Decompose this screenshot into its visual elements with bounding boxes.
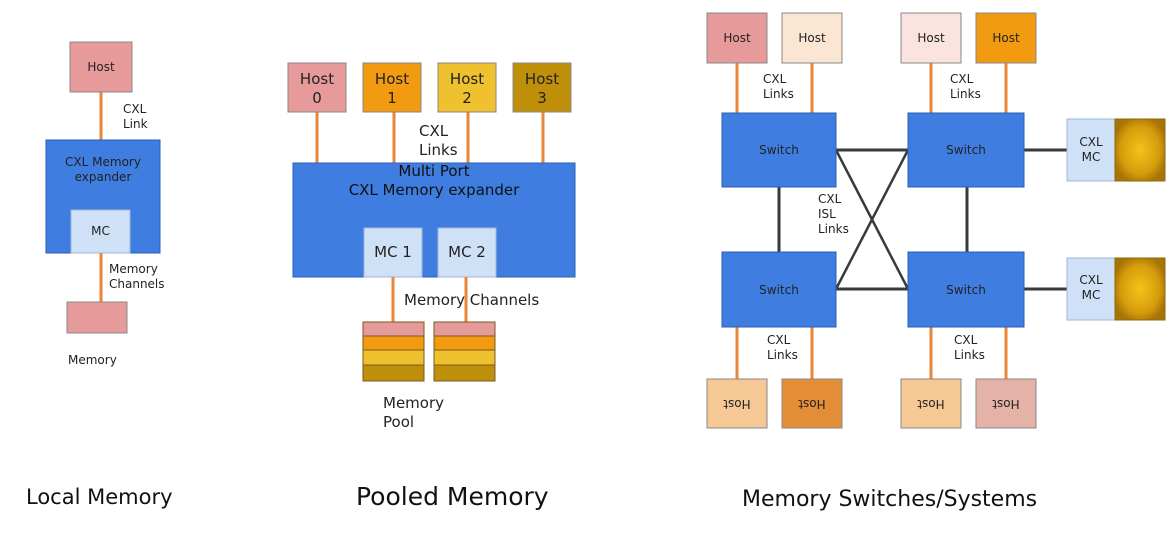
sw-bottom-host-3-label: Host bbox=[917, 397, 945, 411]
switch-top-left bbox=[721, 112, 837, 188]
sw-top-host-1-box bbox=[706, 12, 768, 64]
local-memory-box bbox=[66, 301, 128, 334]
pooled-host-2-label: Host 2 bbox=[449, 70, 485, 107]
sw-bottom-host-2-label: Host bbox=[798, 397, 826, 411]
sw-top-host-3-label: Host bbox=[917, 31, 945, 45]
pooled-host-1-box bbox=[362, 62, 422, 113]
local-mc-label: MC bbox=[91, 224, 110, 238]
pooled-mc1-label: MC 1 bbox=[374, 243, 412, 261]
local-host-box bbox=[69, 41, 133, 93]
sw-top-left-links-label: CXL Links bbox=[763, 72, 794, 101]
pooled-expander-box bbox=[292, 162, 576, 278]
cxl-mc-bottom-label: CXL MC bbox=[1079, 273, 1103, 302]
switch-bottom-right bbox=[907, 251, 1025, 328]
sw-top-right-links-label: CXL Links bbox=[950, 72, 981, 101]
sw-bottom-host-3-box bbox=[900, 378, 962, 429]
pooled-host-3-box bbox=[512, 62, 572, 113]
switch-br-label: Switch bbox=[946, 283, 986, 297]
cxl-mc-box-top bbox=[1066, 118, 1116, 182]
pooled-expander-label: Multi Port CXL Memory expander bbox=[348, 162, 520, 199]
pooled-mc2-label: MC 2 bbox=[448, 243, 486, 261]
pooled-host-0-box bbox=[287, 62, 347, 113]
cxl-mc-box-bottom bbox=[1066, 257, 1116, 321]
local-memory-label: Memory bbox=[68, 353, 117, 367]
memory-device-bottom bbox=[1114, 257, 1166, 321]
sw-bottom-host-2-box bbox=[781, 378, 843, 429]
pooled-pool-label: Memory Pool bbox=[383, 394, 445, 431]
sw-bottom-right-links-label: CXL Links bbox=[954, 333, 985, 362]
pooled-host-2-box bbox=[437, 62, 497, 113]
memory-pool-stack-2 bbox=[433, 321, 496, 382]
sw-top-host-1-label: Host bbox=[723, 31, 751, 45]
sw-bottom-host-1-label: Host bbox=[723, 397, 751, 411]
pooled-host-0-label: Host 0 bbox=[299, 70, 335, 107]
pooled-channels-label: Memory Channels bbox=[404, 291, 540, 309]
sw-bottom-host-1-box bbox=[706, 378, 768, 429]
switch-tr-label: Switch bbox=[946, 143, 986, 157]
pooled-mc2-box bbox=[437, 227, 497, 278]
switch-top-right bbox=[907, 112, 1025, 188]
sw-top-host-2-box bbox=[781, 12, 843, 64]
local-cxl-link-label: CXL Link bbox=[123, 102, 148, 131]
local-channels-label: Memory Channels bbox=[109, 262, 165, 291]
pooled-memory-title: Pooled Memory bbox=[356, 482, 549, 511]
sw-top-host-4-label: Host bbox=[992, 31, 1020, 45]
local-expander-label: CXL Memory expander bbox=[65, 155, 141, 184]
local-memory-title: Local Memory bbox=[26, 485, 173, 509]
memory-pool-stack-1 bbox=[362, 321, 425, 382]
switches-title: Memory Switches/Systems bbox=[742, 487, 1038, 512]
sw-top-host-2-label: Host bbox=[798, 31, 826, 45]
memory-device-top bbox=[1114, 118, 1166, 182]
switch-bottom-left bbox=[721, 251, 837, 328]
pooled-host-1-label: Host 1 bbox=[374, 70, 410, 107]
sw-top-host-4-box bbox=[975, 12, 1037, 64]
sw-top-host-3-box bbox=[900, 12, 962, 64]
cxl-mc-top-label: CXL MC bbox=[1079, 135, 1103, 164]
local-host-label: Host bbox=[87, 60, 115, 74]
sw-bottom-left-links-label: CXL Links bbox=[767, 333, 798, 362]
pooled-host-3-label: Host 3 bbox=[524, 70, 560, 107]
switch-bl-label: Switch bbox=[759, 283, 799, 297]
isl-cross-2 bbox=[834, 149, 910, 290]
pooled-links-label: CXL Links bbox=[419, 122, 458, 159]
switch-tl-label: Switch bbox=[759, 143, 799, 157]
isl-links-label: CXL ISL Links bbox=[818, 192, 849, 236]
sw-bottom-host-4-box bbox=[975, 378, 1037, 429]
sw-bottom-host-4-label: Host bbox=[992, 397, 1020, 411]
